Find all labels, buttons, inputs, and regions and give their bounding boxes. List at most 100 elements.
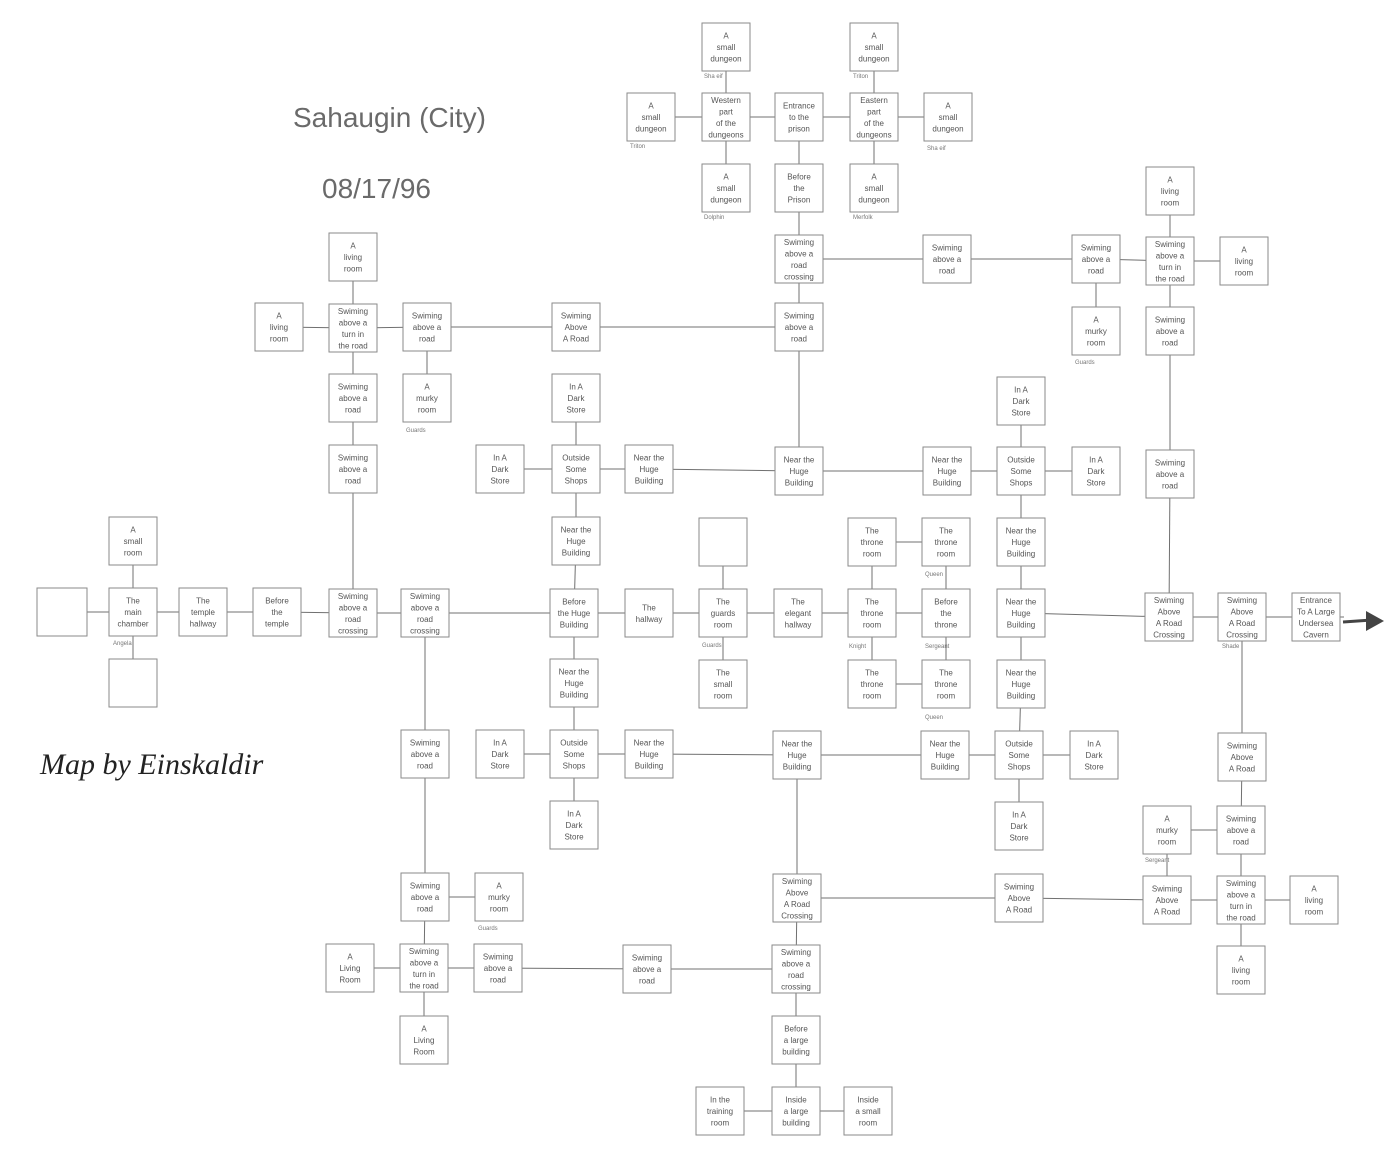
room-label: above a — [785, 323, 814, 332]
room-label: living — [1232, 966, 1250, 975]
room-box — [994, 873, 1044, 923]
room-label: Outside — [1007, 456, 1035, 465]
room-label: Building — [562, 549, 590, 558]
room-box — [849, 22, 899, 72]
room-label: room — [124, 549, 143, 558]
room-label: Swiming — [782, 877, 812, 886]
room-label: Building — [785, 479, 813, 488]
room-label: above a — [339, 603, 368, 612]
room-label: turn in — [413, 970, 435, 979]
room-box — [36, 587, 88, 637]
room-label: Building — [931, 763, 959, 772]
room-label: Shops — [1008, 763, 1031, 772]
room-label: A — [421, 1025, 427, 1034]
room-label: small — [124, 537, 143, 546]
room-label: room — [1235, 269, 1254, 278]
room-label: above a — [484, 964, 513, 973]
room-label: Store — [1086, 479, 1106, 488]
room-label: Above — [1008, 894, 1031, 903]
room-label: Store — [490, 477, 510, 486]
room-label: room — [937, 550, 956, 559]
room-box — [108, 587, 158, 637]
map-title: Sahaugin (City) — [293, 102, 486, 133]
room-label: Swiming — [1227, 742, 1257, 751]
room-label: living — [1305, 896, 1323, 905]
room-label: room — [270, 335, 289, 344]
room-label: Entrance — [783, 102, 816, 111]
room-label: room — [714, 692, 733, 701]
room-label: living — [1161, 187, 1179, 196]
room-box — [1071, 234, 1121, 284]
room-label: throne — [861, 609, 884, 618]
room-label: Huge — [564, 679, 584, 688]
room-label: Building — [783, 763, 811, 772]
room-label: Store — [1084, 763, 1104, 772]
room-label: throne — [861, 680, 884, 689]
room-label: Inside — [785, 1096, 807, 1105]
room-box — [923, 92, 973, 142]
room-label: Outside — [560, 739, 588, 748]
room-label: Before — [784, 1025, 808, 1034]
room-box — [328, 373, 378, 423]
room-box — [1216, 875, 1266, 925]
room-label: hallway — [785, 621, 812, 630]
room-label: room — [711, 1119, 730, 1128]
room-label: above a — [339, 318, 368, 327]
room-label: small — [714, 680, 733, 689]
room-box — [922, 234, 972, 284]
room-label: Swiming — [561, 312, 591, 321]
room-label: road — [417, 615, 433, 624]
map-credit: Map by Einskaldir — [40, 748, 264, 781]
room-label: above a — [410, 958, 439, 967]
room-label: Store — [490, 762, 510, 771]
room-box — [178, 587, 228, 637]
room-label: road — [791, 261, 807, 270]
room-label: A — [1093, 316, 1099, 325]
room-label: Near the — [1006, 669, 1037, 678]
room-label: Near the — [784, 456, 815, 465]
room-box — [1289, 875, 1339, 925]
room-label: the — [793, 184, 805, 193]
room-label: throne — [935, 621, 958, 630]
room-label: above a — [1227, 826, 1256, 835]
room-label: Huge — [566, 537, 586, 546]
room-box — [1142, 805, 1192, 855]
room-label: Prison — [788, 196, 811, 205]
room-label: In the — [710, 1096, 731, 1105]
room-label: Huge — [1011, 609, 1031, 618]
room-label: crossing — [338, 626, 368, 635]
room-label: Shops — [563, 762, 586, 771]
room-label: prison — [788, 125, 810, 134]
room-label: of the — [864, 119, 885, 128]
room-label: A — [1167, 176, 1173, 185]
corridor-line — [497, 967, 648, 970]
room-label: Swiming — [1154, 596, 1184, 605]
room-box — [772, 730, 822, 780]
room-box — [1216, 945, 1266, 995]
room-label: Swiming — [338, 383, 368, 392]
room-label: the road — [1226, 913, 1255, 922]
